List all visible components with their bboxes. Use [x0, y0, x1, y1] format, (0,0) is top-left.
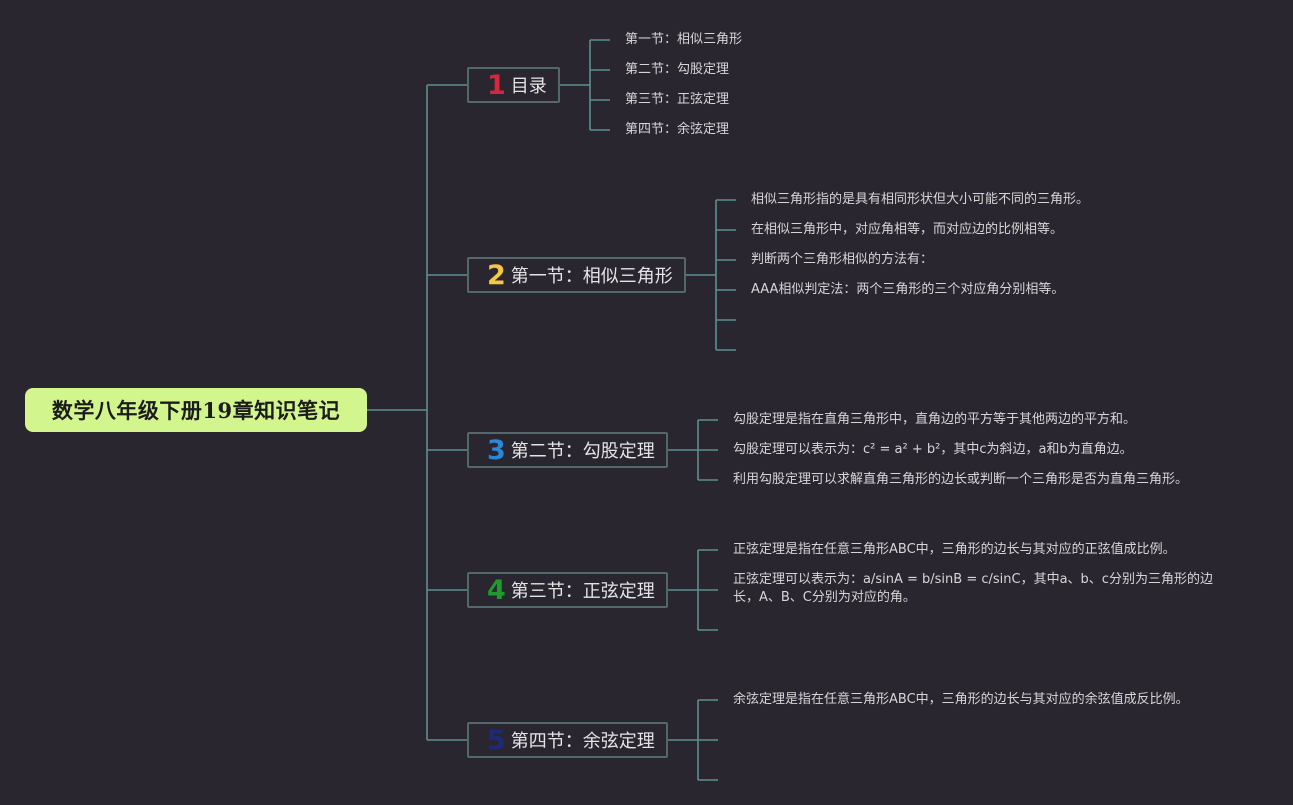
- topic-number: 5: [487, 724, 506, 756]
- topic-label: 第四节：余弦定理: [510, 731, 655, 752]
- topic-number: 4: [487, 574, 506, 606]
- connector-branch-5: [668, 699, 718, 781]
- topic-label: 第二节：勾股定理: [510, 441, 655, 462]
- root-title: 数学八年级下册19章知识笔记: [51, 398, 341, 423]
- connector-branch-4: [668, 549, 718, 631]
- topic-number: 3: [487, 434, 506, 466]
- leaf-item[interactable]: AAA相似判定法：两个三角形的三个对应角分别相等。: [751, 282, 1065, 297]
- leaf-item[interactable]: 勾股定理可以表示为：c² = a² + b²，其中c为斜边，a和b为直角边。: [733, 442, 1133, 457]
- leaf-item[interactable]: 在相似三角形中，对应角相等，而对应边的比例相等。: [751, 222, 1064, 237]
- topic-number: 1: [487, 69, 506, 101]
- connector-branch-1: [560, 39, 610, 131]
- topic-node-catalog[interactable]: 1 目录: [467, 67, 560, 103]
- leaf-item[interactable]: 正弦定理是指在任意三角形ABC中，三角形的边长与其对应的正弦值成比例。: [733, 542, 1176, 557]
- topic-label: 第一节：相似三角形: [510, 266, 673, 287]
- topic-number: 2: [487, 259, 506, 291]
- leaf-item[interactable]: 第一节：相似三角形: [625, 32, 743, 47]
- leaf-item[interactable]: 判断两个三角形相似的方法有：: [751, 252, 934, 267]
- connector-branch-2: [686, 199, 736, 351]
- topic-node-sine-law[interactable]: 4 第三节：正弦定理: [467, 572, 668, 608]
- leaf-item[interactable]: 第二节：勾股定理: [625, 62, 730, 77]
- topic-node-similar-triangles[interactable]: 2 第一节：相似三角形: [467, 257, 686, 293]
- topic-node-pythagorean[interactable]: 3 第二节：勾股定理: [467, 432, 668, 468]
- topic-label: 目录: [510, 76, 547, 97]
- leaf-item[interactable]: 正弦定理可以表示为：a/sinA = b/sinB = c/sinC，其中a、b…: [733, 572, 1213, 605]
- topic-node-cosine-law[interactable]: 5 第四节：余弦定理: [467, 722, 668, 758]
- leaf-item[interactable]: 利用勾股定理可以求解直角三角形的边长或判断一个三角形是否为直角三角形。: [733, 472, 1189, 487]
- leaf-item[interactable]: 相似三角形指的是具有相同形状但大小可能不同的三角形。: [751, 192, 1090, 207]
- leaf-item[interactable]: 余弦定理是指在任意三角形ABC中，三角形的边长与其对应的余弦值成反比例。: [733, 692, 1189, 707]
- topic-label: 第三节：正弦定理: [510, 581, 655, 602]
- leaf-item[interactable]: 勾股定理是指在直角三角形中，直角边的平方等于其他两边的平方和。: [733, 412, 1137, 427]
- leaf-item[interactable]: 第四节：余弦定理: [625, 122, 730, 137]
- leaf-item[interactable]: 第三节：正弦定理: [625, 92, 730, 107]
- connector-branch-3: [668, 419, 718, 481]
- root-node[interactable]: 数学八年级下册19章知识笔记: [25, 388, 367, 432]
